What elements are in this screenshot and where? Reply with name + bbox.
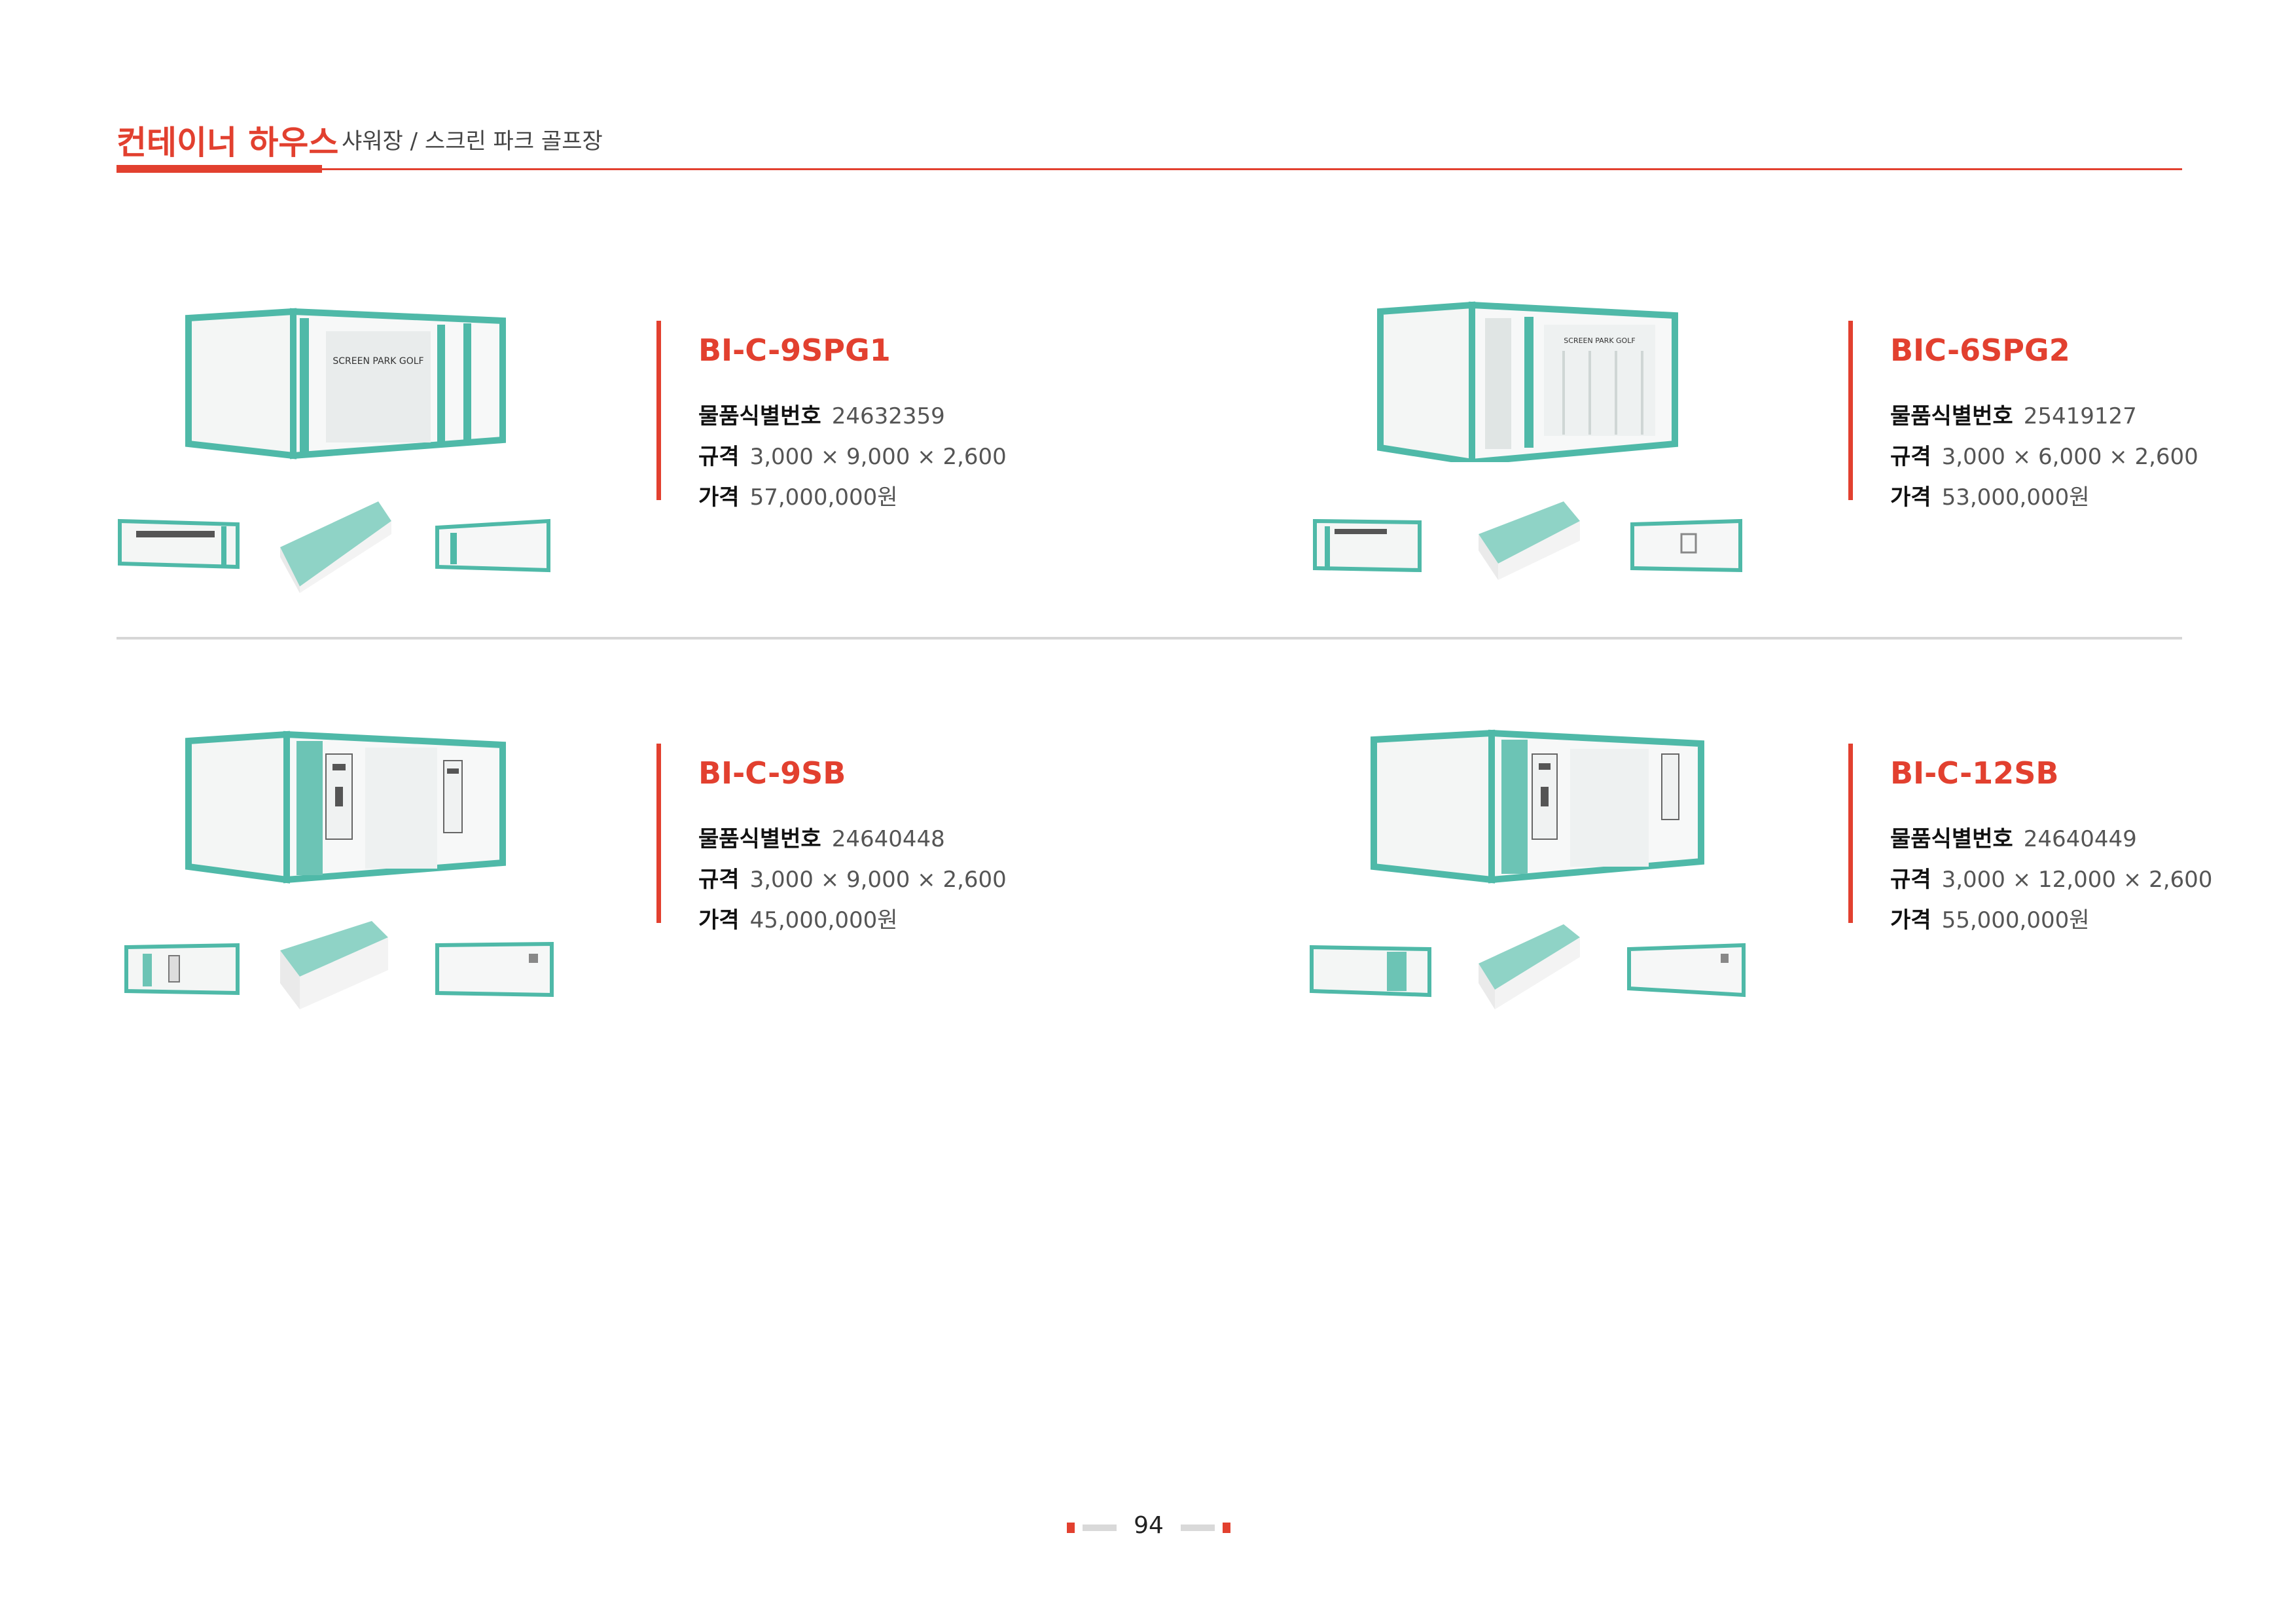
product-price: 53,000,000원 xyxy=(1941,484,2090,511)
product-spec-row: 규격 3,000 × 9,000 × 2,600 xyxy=(698,861,1007,893)
product-price: 45,000,000원 xyxy=(749,907,898,933)
container-thumbnail-side xyxy=(1630,518,1742,573)
container-thumbnail-side xyxy=(1627,943,1746,998)
label-price: 가격 xyxy=(698,907,740,933)
container-thumbnail-front xyxy=(1310,945,1431,998)
product-price-row: 가격 45,000,000원 xyxy=(698,902,898,934)
product-model: BIC-6SPG2 xyxy=(1890,333,2070,368)
product-id-row: 물품식별번호 24640448 xyxy=(698,821,945,853)
product-spec: 3,000 × 12,000 × 2,600 xyxy=(1941,867,2213,893)
footer-dash-left xyxy=(1083,1525,1117,1531)
header-rule-accent xyxy=(117,165,322,173)
product-card: BI-C-9SB 물품식별번호 24640448 규격 3,000 × 9,000 … xyxy=(117,702,1098,1068)
label-price: 가격 xyxy=(1890,907,1931,933)
container-main-image xyxy=(185,731,506,884)
label-id: 물품식별번호 xyxy=(1890,826,2013,852)
container-main-image: SCREEN PARK GOLF xyxy=(185,308,506,460)
product-card: SCREEN PARK GOLF BIC-6SPG2 물품식별번호 2541912… xyxy=(1308,279,2290,645)
page-subtitle: 샤워장 / 스크린 파크 골프장 xyxy=(342,128,603,154)
product-info: BIC-6SPG2 물품식별번호 25419127 규격 3,000 × 6,000… xyxy=(1848,321,2267,511)
container-thumbnail-top xyxy=(280,921,388,1009)
footer-accent-right xyxy=(1223,1523,1230,1533)
product-id-row: 물품식별번호 24640449 xyxy=(1890,821,2137,853)
product-model: BI-C-9SB xyxy=(698,755,846,791)
product-spec-row: 규격 3,000 × 9,000 × 2,600 xyxy=(698,439,1007,471)
product-id: 24640448 xyxy=(831,826,945,852)
product-id-row: 물품식별번호 24632359 xyxy=(698,398,945,430)
product-price: 55,000,000원 xyxy=(1941,907,2090,933)
product-spec: 3,000 × 9,000 × 2,600 xyxy=(749,867,1007,893)
product-info: BI-C-12SB 물품식별번호 24640449 규격 3,000 × 12,00… xyxy=(1848,744,2267,933)
info-accent-bar xyxy=(1848,321,1853,500)
product-model: BI-C-12SB xyxy=(1890,755,2059,791)
product-id: 25419127 xyxy=(2023,403,2137,429)
product-price-row: 가격 55,000,000원 xyxy=(1890,902,2090,934)
container-sign: SCREEN PARK GOLF xyxy=(1564,336,1635,345)
container-thumbnail-top xyxy=(1479,924,1580,1009)
label-price: 가격 xyxy=(1890,484,1931,511)
product-id-row: 물품식별번호 25419127 xyxy=(1890,398,2137,430)
label-id: 물품식별번호 xyxy=(698,826,821,852)
container-thumbnail-top xyxy=(280,501,391,593)
product-images xyxy=(117,702,575,1029)
container-thumbnail-front xyxy=(1313,518,1422,573)
product-images xyxy=(1308,702,1767,1029)
container-thumbnail-top xyxy=(1479,501,1580,580)
container-sign: SCREEN PARK GOLF xyxy=(332,356,423,367)
container-thumbnail-front xyxy=(118,518,240,569)
info-accent-bar xyxy=(656,744,661,923)
label-spec: 규격 xyxy=(698,444,740,470)
page-header: 컨테이너 하우스 샤워장 / 스크린 파크 골프장 xyxy=(117,110,2182,175)
product-id: 24632359 xyxy=(831,403,945,429)
product-price-row: 가격 57,000,000원 xyxy=(698,479,898,511)
product-spec: 3,000 × 6,000 × 2,600 xyxy=(1941,444,2198,470)
info-accent-bar xyxy=(656,321,661,500)
product-card: BI-C-12SB 물품식별번호 24640449 규격 3,000 × 12,00… xyxy=(1308,702,2290,1068)
product-info: BI-C-9SPG1 물품식별번호 24632359 규격 3,000 × 9,00… xyxy=(656,321,1075,511)
label-spec: 규격 xyxy=(1890,867,1931,893)
product-spec-row: 규격 3,000 × 6,000 × 2,600 xyxy=(1890,439,2198,471)
container-main-image: SCREEN PARK GOLF xyxy=(1377,301,1678,462)
label-spec: 규격 xyxy=(1890,444,1931,470)
section-divider xyxy=(117,637,2182,640)
product-price-row: 가격 53,000,000원 xyxy=(1890,479,2090,511)
product-price: 57,000,000원 xyxy=(749,484,898,511)
container-main-image xyxy=(1371,729,1704,884)
header-rule xyxy=(322,168,2182,170)
label-id: 물품식별번호 xyxy=(1890,403,2013,429)
container-thumbnail-front xyxy=(124,943,240,996)
product-spec-row: 규격 3,000 × 12,000 × 2,600 xyxy=(1890,861,2212,893)
footer-accent-left xyxy=(1067,1523,1075,1533)
container-thumbnail-side xyxy=(435,941,554,998)
container-thumbnail-side xyxy=(435,518,550,573)
page-footer: 94 xyxy=(1067,1512,1230,1545)
info-accent-bar xyxy=(1848,744,1853,923)
product-id: 24640449 xyxy=(2023,826,2137,852)
label-id: 물품식별번호 xyxy=(698,403,821,429)
product-spec: 3,000 × 9,000 × 2,600 xyxy=(749,444,1007,470)
product-images: SCREEN PARK GOLF xyxy=(1308,279,1767,606)
product-info: BI-C-9SB 물품식별번호 24640448 규격 3,000 × 9,000 … xyxy=(656,744,1075,933)
product-images: SCREEN PARK GOLF xyxy=(117,279,575,606)
footer-dash-right xyxy=(1181,1525,1215,1531)
label-spec: 규격 xyxy=(698,867,740,893)
product-model: BI-C-9SPG1 xyxy=(698,333,891,368)
label-price: 가격 xyxy=(698,484,740,511)
product-card: SCREEN PARK GOLF BI-C-9SPG1 물품식별번호 246323… xyxy=(117,279,1098,645)
page-number: 94 xyxy=(1134,1512,1164,1539)
page-title: 컨테이너 하우스 xyxy=(117,124,339,162)
